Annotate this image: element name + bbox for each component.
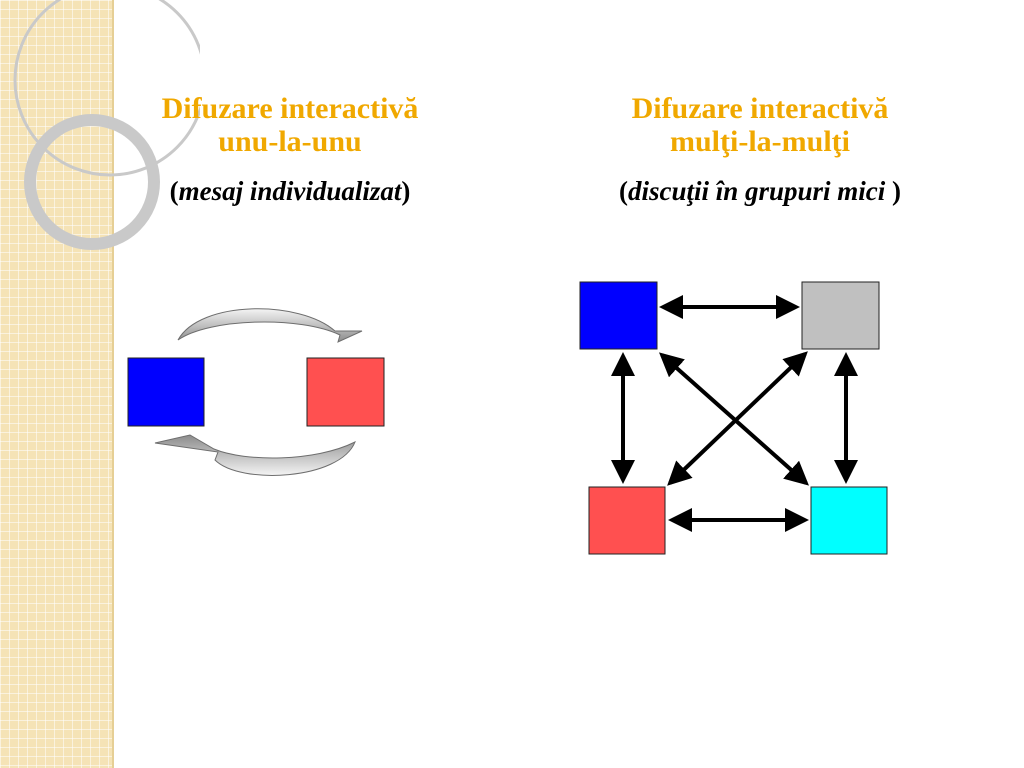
deco-ring-large [13,0,200,177]
left-subtitle-open: ( [169,176,179,206]
red-node [306,357,385,427]
left-subtitle-close: ) [401,176,411,206]
left-subtitle: (mesaj individualizat) [115,176,465,206]
right-subtitle-italic: discuţii în grupuri mici [627,176,886,206]
sidebar-edge [112,0,114,768]
deco-ring-small [24,114,160,250]
curved-arrow-bottom [154,434,356,476]
blue-node [579,281,658,350]
left-title: Difuzare interactivă unu-la-unu [115,92,465,158]
red-node [588,486,666,555]
right-title-line1: Difuzare interactivă [631,92,889,125]
decorative-rings [13,0,200,250]
arrow-gray-red [667,351,808,486]
right-title: Difuzare interactivă mulţi-la-mulţi [560,92,960,158]
right-subtitle-close: ) [885,176,902,206]
cyan-node [810,486,888,555]
left-title-line2: unu-la-unu [218,125,362,158]
right-subtitle-open: ( [618,176,628,206]
curved-arrow-top [177,308,363,343]
gray-node [801,281,880,350]
right-title-line2: mulţi-la-mulţi [670,125,850,158]
one-to-one-diagram [127,308,385,476]
blue-node [127,357,205,427]
left-subtitle-italic: mesaj individualizat [178,176,402,206]
left-title-line1: Difuzare interactivă [161,92,419,125]
many-to-many-diagram [579,281,888,555]
right-subtitle: (discuţii în grupuri mici ) [560,176,960,206]
